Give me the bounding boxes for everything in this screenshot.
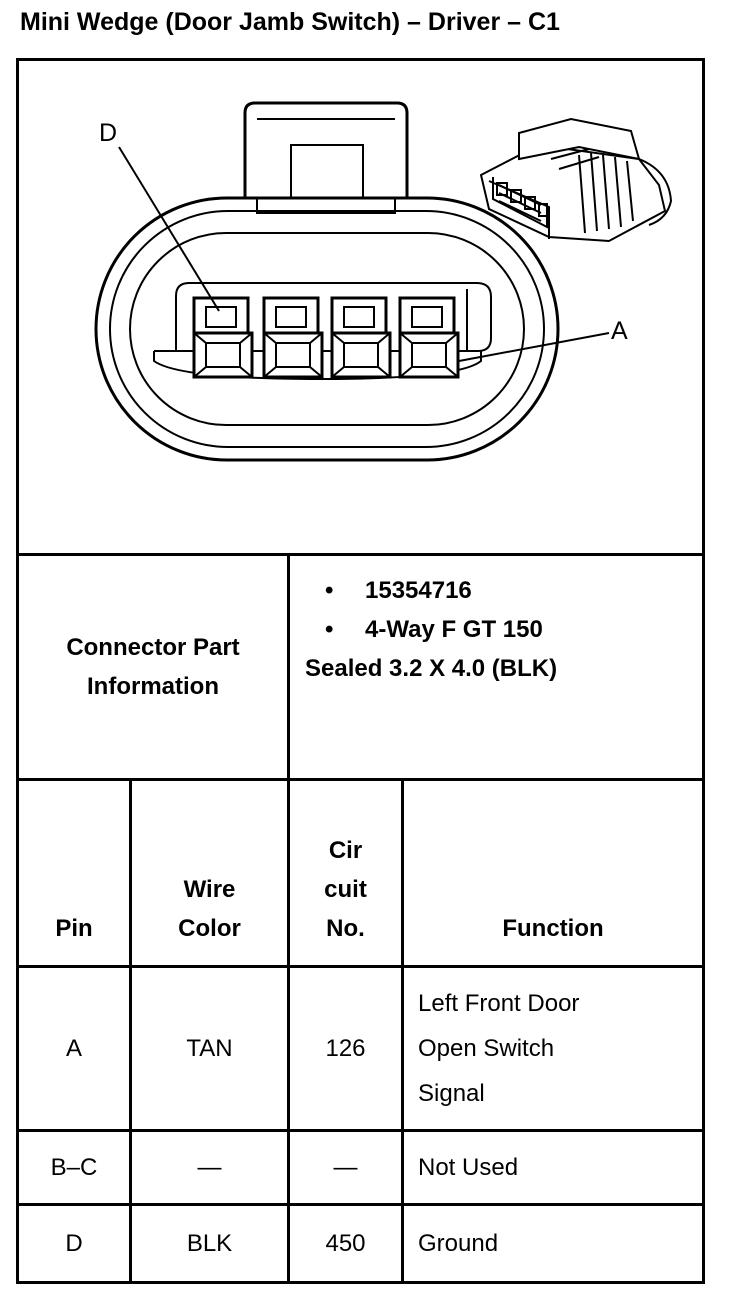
bullet: •	[325, 616, 334, 643]
terminal-cavities-lower	[192, 331, 460, 379]
connector-diagram: D A	[94, 101, 673, 462]
connector-latch	[243, 101, 409, 199]
part-description-line1: 4-Way F GT 150	[365, 616, 543, 643]
part-number: 15354716	[365, 577, 472, 604]
part-info-label-line2: Information	[87, 673, 219, 700]
row-bc-circuit: —	[333, 1153, 358, 1181]
connector-outer-shell	[94, 196, 560, 462]
header-pin: Pin	[55, 915, 93, 942]
connector-3d-view	[479, 117, 673, 243]
row-bc-pin: B–C	[50, 1153, 98, 1181]
header-wire-color: Wire Color	[178, 876, 241, 942]
terminal-cavities-upper	[192, 296, 456, 338]
connector-table: D A Connector Part Information •153	[16, 58, 705, 1284]
part-info-label: Connector Part Information	[19, 556, 287, 778]
row-bc-function: Not Used	[418, 1153, 519, 1181]
bullet: •	[325, 577, 334, 604]
row-a-function: Left Front Door Open Switch Signal	[418, 990, 580, 1107]
header-function: Function	[502, 915, 604, 942]
page-title: Mini Wedge (Door Jamb Switch) – Driver –…	[20, 8, 560, 36]
row-d-pin: D	[65, 1229, 83, 1257]
pin-a-label: A	[611, 317, 628, 345]
row-d-function: Ground	[418, 1229, 499, 1257]
row-d-circuit: 450	[325, 1229, 366, 1257]
pin-a-leader	[458, 332, 610, 362]
row-bc-wire-color: —	[197, 1153, 222, 1181]
row-a-pin: A	[65, 1034, 82, 1062]
part-info-details: • 15354716 • 4-Way F GT 150 Sealed 3.2 X 4…	[305, 571, 557, 688]
row-a-wire-color: TAN	[186, 1034, 233, 1062]
header-circuit-no: Cir cuit No.	[324, 837, 367, 942]
row-d-wire-color: BLK	[186, 1229, 233, 1257]
part-description-line2: Sealed 3.2 X 4.0 (BLK)	[305, 655, 558, 682]
pin-d-label: D	[99, 119, 117, 147]
pin-d-leader	[118, 146, 220, 312]
row-a-circuit: 126	[325, 1034, 366, 1062]
part-info-label-line1: Connector Part	[66, 634, 240, 661]
